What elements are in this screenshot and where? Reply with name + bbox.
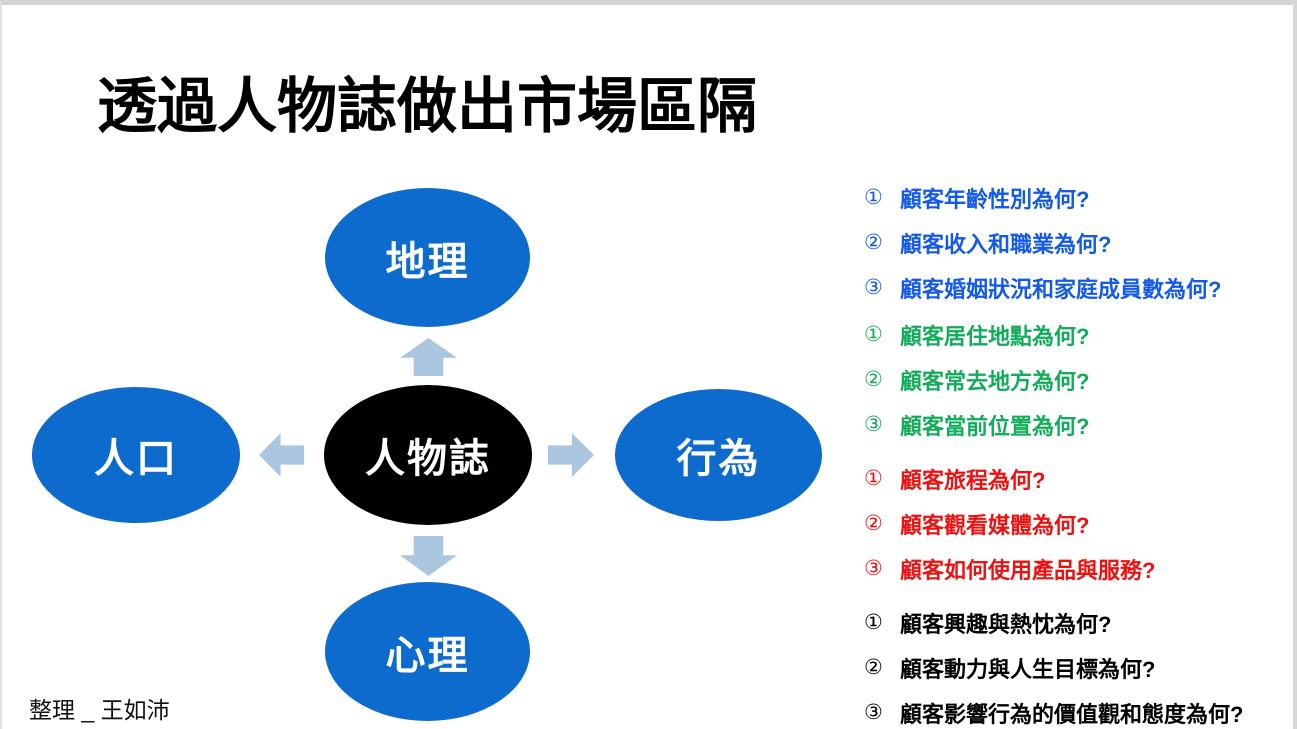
item-text: 顧客居住地點為何? xyxy=(900,323,1090,349)
question-item: ③ 顧客如何使用產品與服務? xyxy=(864,556,1155,583)
question-item: ② 顧客常去地方為何? xyxy=(864,367,1089,394)
question-item: ③ 顧客當前位置為何? xyxy=(864,412,1089,439)
arrow-left-icon xyxy=(259,433,304,477)
arrow-right-icon xyxy=(548,433,594,477)
item-number: ① xyxy=(864,323,883,346)
arrow-down-icon xyxy=(400,536,457,576)
question-item: ③ 顧客影響行為的價值觀和態度為何? xyxy=(864,700,1243,727)
slide-title: 透過人物誌做出市場區隔 xyxy=(97,73,757,140)
item-number: ① xyxy=(864,186,883,209)
question-group-demographic: ① 顧客年齡性別為何? ② 顧客收入和職業為何? ③ 顧客婚姻狀況和家庭成員數為… xyxy=(864,185,1221,320)
question-group-geographic: ① 顧客居住地點為何? ② 顧客常去地方為何? ③ 顧客當前位置為何? xyxy=(864,322,1089,457)
item-number: ② xyxy=(864,231,883,254)
question-item: ① 顧客居住地點為何? xyxy=(864,322,1089,349)
item-text: 顧客常去地方為何? xyxy=(900,368,1090,394)
item-text: 顧客影響行為的價值觀和態度為何? xyxy=(900,701,1244,727)
node-geography-label: 地理 xyxy=(385,239,470,284)
question-item: ② 顧客動力與人生目標為何? xyxy=(864,655,1243,682)
question-group-behavioral: ① 顧客旅程為何? ② 顧客觀看媒體為何? ③ 顧客如何使用產品與服務? xyxy=(864,466,1155,601)
item-text: 顧客興趣與熱忱為何? xyxy=(900,611,1112,637)
question-item: ① 顧客旅程為何? xyxy=(864,466,1155,493)
item-number: ③ xyxy=(864,276,883,299)
question-group-psychographic: ① 顧客興趣與熱忱為何? ② 顧客動力與人生目標為何? ③ 顧客影響行為的價值觀… xyxy=(864,610,1243,729)
item-number: ① xyxy=(864,467,883,490)
node-persona-label: 人物誌 xyxy=(365,437,491,481)
node-persona-center: 人物誌 xyxy=(324,385,532,525)
arrow-up-icon xyxy=(400,338,457,376)
node-demographic-label: 人口 xyxy=(94,437,178,481)
item-text: 顧客動力與人生目標為何? xyxy=(900,656,1156,682)
node-demographic: 人口 xyxy=(32,387,240,523)
node-behavior-label: 行為 xyxy=(676,437,761,481)
item-text: 顧客觀看媒體為何? xyxy=(900,512,1090,538)
item-number: ② xyxy=(864,368,883,391)
item-text: 顧客年齡性別為何? xyxy=(900,186,1090,212)
item-number: ③ xyxy=(864,701,883,724)
node-geography: 地理 xyxy=(325,188,530,327)
item-text: 顧客婚姻狀況和家庭成員數為何? xyxy=(900,276,1222,302)
item-number: ③ xyxy=(864,557,883,580)
node-behavior: 行為 xyxy=(615,389,822,521)
item-number: ① xyxy=(864,611,883,634)
item-text: 顧客旅程為何? xyxy=(900,467,1046,493)
question-item: ② 顧客收入和職業為何? xyxy=(864,230,1221,257)
question-item: ③ 顧客婚姻狀況和家庭成員數為何? xyxy=(864,275,1221,302)
question-item: ① 顧客年齡性別為何? xyxy=(864,185,1221,212)
item-number: ③ xyxy=(864,413,883,436)
item-number: ② xyxy=(864,512,883,535)
node-psychology-label: 心理 xyxy=(385,633,470,678)
node-psychology: 心理 xyxy=(325,582,530,721)
item-text: 顧客當前位置為何? xyxy=(900,413,1090,439)
credit-text: 整理 _ 王如沛 xyxy=(29,697,170,723)
item-text: 顧客收入和職業為何? xyxy=(900,231,1112,257)
item-number: ② xyxy=(864,656,883,679)
question-item: ② 顧客觀看媒體為何? xyxy=(864,511,1155,538)
item-text: 顧客如何使用產品與服務? xyxy=(900,557,1156,583)
question-item: ① 顧客興趣與熱忱為何? xyxy=(864,610,1243,637)
